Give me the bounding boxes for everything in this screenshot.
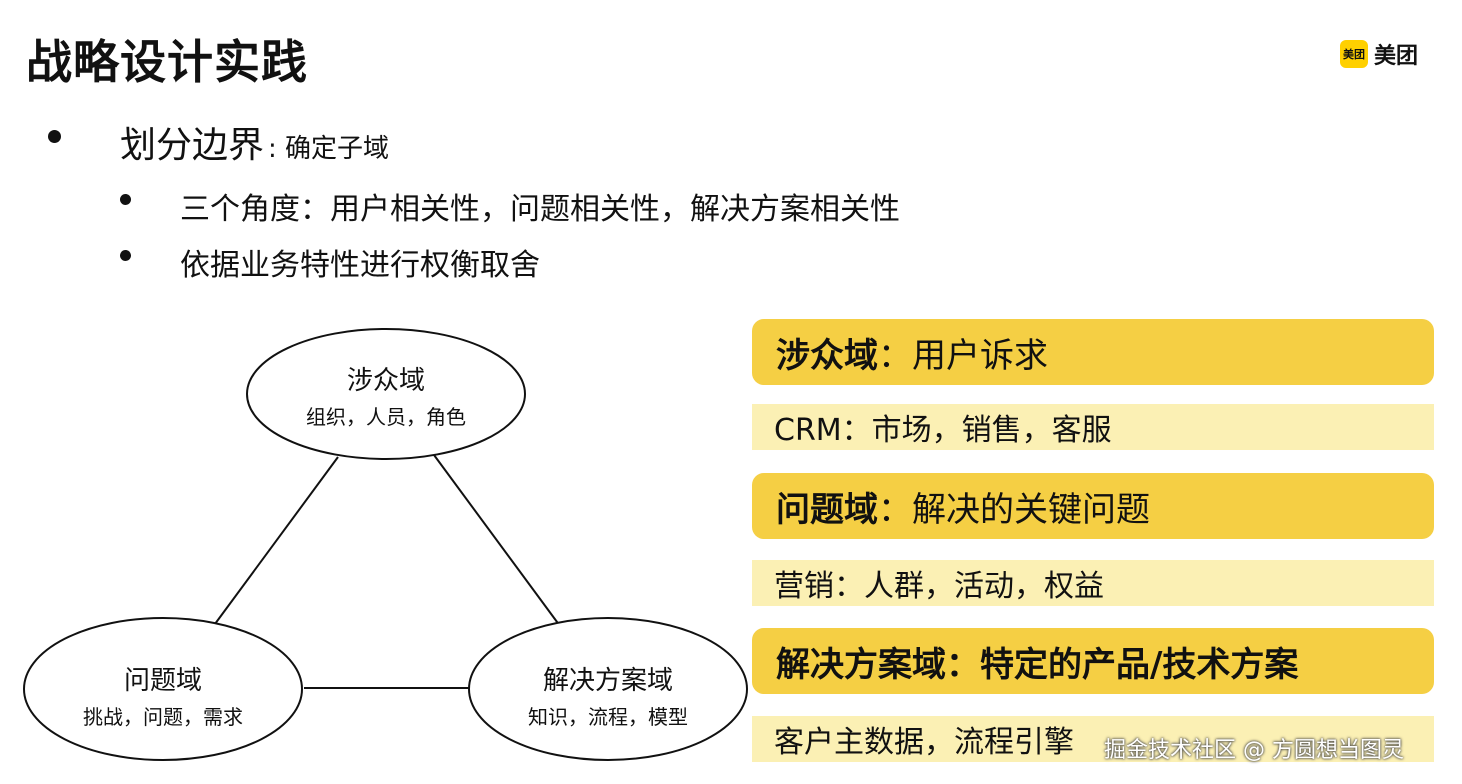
node-stakeholder: 涉众域 组织，人员，角色 [286,360,486,430]
meituan-logo: 美团 美团 [1340,38,1418,70]
panel-stakeholder-sub-text: CRM：市场，销售，客服 [774,413,1112,448]
bullet-dot-main [48,130,61,143]
bullet-sub2: 依据业务特性进行权衡取舍 [180,248,540,283]
slide-title: 战略设计实践 [26,35,308,89]
domain-triangle-diagram [23,328,748,761]
node-solution-sub: 知识，流程，模型 [528,705,688,729]
node-problem-sub: 挑战，问题，需求 [83,705,243,729]
bullet-sub1: 三个角度：用户相关性，问题相关性，解决方案相关性 [180,192,900,227]
panel-problem-sub: 营销：人群，活动，权益 [752,560,1434,606]
node-stakeholder-title: 涉众域 [346,366,425,396]
panel-solution-strong: 解决方案域：特定的产品/技术方案 [776,644,1299,685]
edge-top-right [433,454,561,627]
panel-solution-head: 解决方案域：特定的产品/技术方案 [752,628,1434,694]
node-solution: 解决方案域 知识，流程，模型 [498,660,718,730]
panel-problem-strong: 问题域 [776,489,878,530]
panel-problem-rest: ：解决的关键问题 [878,489,1150,530]
bullet-main-sub: : 确定子域 [268,134,390,164]
panel-stakeholder-rest: ：用户诉求 [878,335,1048,376]
bullet-main-label: 划分边界 [120,125,265,166]
logo-text: 美团 [1374,44,1419,69]
bullet-dot-sub1 [120,194,131,205]
edge-top-left [211,456,339,629]
panel-stakeholder-head: 涉众域 ：用户诉求 [752,319,1434,385]
ellipse-solution [468,617,748,761]
ellipse-problem [23,617,303,761]
panel-problem-sub-text: 营销：人群，活动，权益 [774,569,1104,604]
bullet-main: 划分边界 : 确定子域 [120,116,389,168]
panel-solution-sub-text: 客户主数据，流程引擎 [774,725,1074,760]
node-solution-title: 解决方案域 [542,666,673,696]
logo-badge: 美团 [1340,40,1368,68]
panel-problem-head: 问题域 ：解决的关键问题 [752,473,1434,539]
node-stakeholder-sub: 组织，人员，角色 [306,405,466,429]
node-problem-title: 问题域 [123,666,202,696]
watermark: 掘金技术社区 @ 方圆想当图灵 [1104,738,1404,763]
panel-stakeholder-sub: CRM：市场，销售，客服 [752,404,1434,450]
ellipse-stakeholder [246,328,526,460]
bullet-dot-sub2 [120,250,131,261]
panel-stakeholder-strong: 涉众域 [776,335,878,376]
panel-solution-sub: 客户主数据，流程引擎 [752,716,1434,762]
node-problem: 问题域 挑战，问题，需求 [53,660,273,730]
